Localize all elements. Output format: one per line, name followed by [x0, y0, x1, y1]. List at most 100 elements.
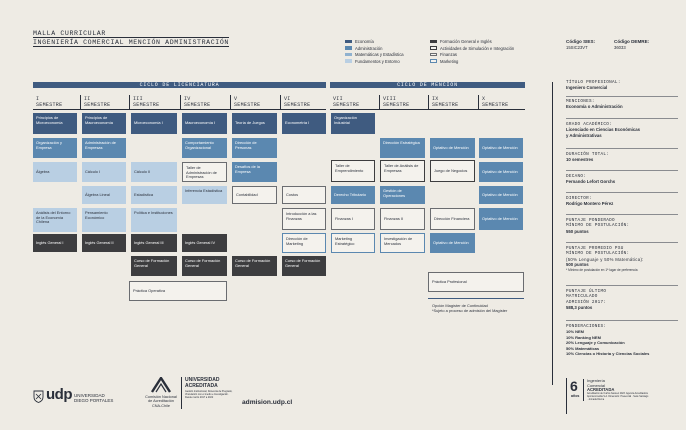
acreditacion-years: 6: [570, 378, 578, 394]
course-box: Contabilidad: [232, 186, 277, 204]
course-box: Microeconomía I: [131, 113, 177, 134]
decano-section: DECANO: Fernando Lefort Gorchs: [566, 174, 616, 185]
section-divider: [566, 285, 678, 286]
legend-item: Finanzas: [430, 52, 457, 57]
course-box: Dirección Estratégica: [380, 138, 425, 158]
cna-name: Comisión Nacional de Acreditación CNA-Ch…: [145, 395, 177, 408]
course-box: Optativo de Mención: [430, 138, 475, 158]
section-divider: [566, 96, 678, 97]
course-box: Práctica Profesional: [428, 272, 524, 292]
udp-crest-icon: [33, 390, 44, 408]
legend-item: Fundamentos y Entorno: [345, 59, 400, 64]
course-box: Análisis del Entorno de la Economía Chil…: [33, 208, 77, 232]
course-box: Finanzas II: [380, 208, 425, 230]
course-box: Inglés General II: [82, 234, 126, 252]
course-box: Organización Industrial: [331, 113, 375, 134]
section-divider: [566, 214, 678, 215]
course-box: Finanzas I: [331, 208, 375, 230]
section-divider: [566, 192, 678, 193]
course-box: Investigación de Mercados: [380, 233, 425, 253]
director-section: DIRECTOR: Rodrigo Montero Pérez: [566, 196, 614, 207]
course-box: Estadística: [131, 186, 177, 204]
legend-swatch-formacion: [430, 39, 437, 44]
course-box: Pensamiento Económico: [82, 208, 126, 232]
course-box: Econometría I: [282, 113, 326, 134]
course-box: Taller de Análisis de Empresas: [380, 160, 425, 182]
legend-item: Formación General e Inglés: [430, 39, 492, 44]
legend-swatch-finanzas: [430, 52, 437, 57]
page-title: MALLA CURRICULAR: [33, 30, 106, 37]
website-link[interactable]: admision.udp.cl: [242, 399, 293, 406]
legend-item: Actividades de Simulación e Integración: [430, 46, 514, 51]
column-divider: [379, 95, 380, 109]
title-underline: [33, 36, 229, 38]
course-box: Organización y Empresa: [33, 138, 77, 158]
magister-note: Opción Magíster de Continuidad: [432, 303, 488, 308]
codigo-demre-label: Código DEMRE:: [614, 39, 650, 44]
column-divider: [280, 95, 281, 109]
course-box: Cálculo I: [82, 162, 126, 182]
course-box: Álgebra Lineal: [82, 186, 126, 204]
codigo-demre-value: 36033: [614, 45, 626, 50]
column-divider: [180, 95, 181, 109]
course-box: Curso de Formación General: [131, 256, 177, 276]
course-box: Optativo de Mención: [479, 138, 523, 158]
section-divider: [566, 148, 678, 149]
course-box: Costos: [282, 186, 326, 204]
course-box: Introducción a las Finanzas: [282, 208, 326, 230]
course-box: Desafíos de la Empresa: [232, 162, 277, 182]
udp-logo: udp: [46, 386, 73, 403]
section-divider: [566, 320, 678, 321]
course-box: Derecho Tributario: [331, 186, 375, 204]
legend-swatch-marketing: [430, 59, 437, 63]
column-divider: [428, 95, 429, 109]
course-box: Curso de Formación General: [282, 256, 326, 276]
ponderaciones-section: PONDERACIONES: 10% NEM 10% Ranking NEM 2…: [566, 324, 650, 357]
course-box: Optativo de Mención: [430, 233, 475, 253]
course-box: Gestión de Operaciones: [380, 186, 425, 204]
magister-divider: [428, 298, 524, 299]
section-divider: [566, 118, 678, 119]
semester-underline: [33, 109, 326, 110]
magister-footnote: *Sujeto a proceso de admisión del Magíst…: [432, 308, 508, 313]
course-box: Curso de Formación General: [182, 256, 227, 276]
course-box: Taller de Administración de Empresas: [182, 162, 227, 182]
course-box: Dirección Financiera: [430, 208, 475, 230]
acreditacion-text: Ingeniería Comercial ACREDITADA Acredita…: [583, 378, 649, 402]
subtitle-underline: [33, 45, 229, 47]
right-panel-divider: [552, 82, 553, 385]
course-box: Cálculo II: [131, 162, 177, 182]
course-box: Optativo de Mención: [479, 208, 523, 230]
course-box: Práctica Operativa: [129, 281, 227, 301]
section-divider: [566, 170, 678, 171]
course-box: Optativo de Mención: [479, 186, 523, 204]
course-box: Álgebra: [33, 162, 77, 182]
legend-swatch-administracion: [345, 46, 352, 50]
legend-item: Administración: [345, 46, 382, 51]
course-box: Inglés General IV: [182, 234, 227, 252]
psu-section: PUNTAJE PROMEDIO PSU MÍNIMO DE POSTULACI…: [566, 246, 644, 272]
band-mencion: CICLO DE MENCIÓN: [330, 82, 525, 88]
legend-item: Marketing: [430, 59, 458, 64]
course-box: Teoría de Juegos: [232, 113, 277, 134]
column-divider: [80, 95, 81, 109]
titulo-section: TÍTULO PROFESIONAL: Ingeniero Comercial: [566, 80, 621, 91]
footer-divider: [181, 377, 182, 409]
ultimo-section: PUNTAJE ÚLTIMO MATRICULADO ADMISIÓN 2017…: [566, 289, 607, 311]
menciones-section: MENCIONES: Economía o Administración: [566, 99, 623, 110]
column-divider: [478, 95, 479, 109]
course-box: Inferencia Estadística: [182, 186, 227, 204]
legend-swatch-economia: [345, 39, 352, 44]
codigo-sies-label: Código SIES:: [566, 39, 596, 44]
legend-item: Matemáticas y Estadística: [345, 52, 404, 57]
grado-section: GRADO ACADÉMICO: Licenciado en Ciencias …: [566, 122, 641, 138]
course-box: Marketing Estratégico: [331, 233, 375, 253]
course-box: Dirección de Marketing: [282, 233, 326, 253]
duracion-section: DURACIÓN TOTAL: 10 semestres: [566, 152, 610, 163]
